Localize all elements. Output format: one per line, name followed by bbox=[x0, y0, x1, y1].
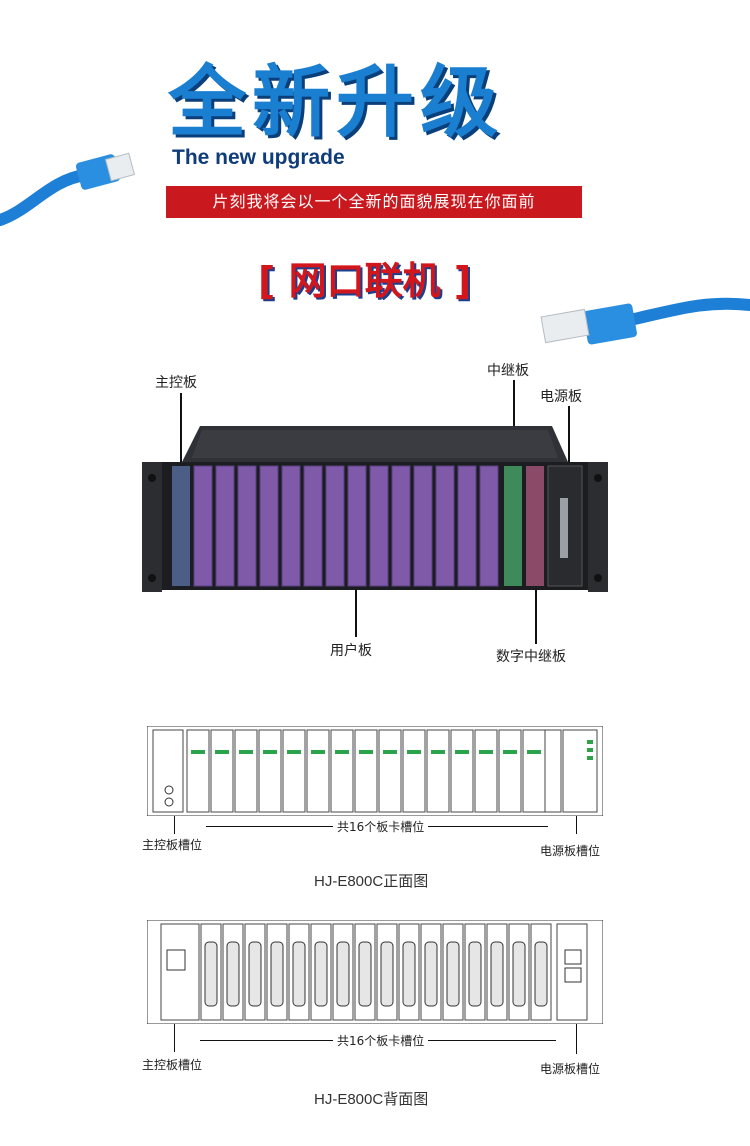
back-main-slot-arrow bbox=[174, 1024, 175, 1052]
back-power-slot-arrow bbox=[576, 1024, 577, 1054]
front-diagram bbox=[146, 725, 604, 817]
user-board-callout: 用户板 bbox=[330, 643, 372, 659]
main-board-callout: 主控板 bbox=[155, 375, 197, 391]
front-slots-label: 共16个板卡槽位 bbox=[333, 818, 429, 835]
front-power-slot-arrow bbox=[576, 816, 577, 834]
tagline-banner: 片刻我将会以一个全新的面貌展现在你面前 bbox=[166, 186, 582, 218]
power-board-callout-line bbox=[568, 406, 570, 481]
user-board-callout-line bbox=[355, 562, 357, 637]
front-caption: HJ-E800C正面图 bbox=[314, 873, 429, 890]
ethernet-cable-left-icon bbox=[0, 140, 150, 235]
front-main-slot-label: 主控板槽位 bbox=[142, 838, 203, 852]
chassis-photo bbox=[142, 418, 608, 596]
front-power-slot-label: 电源板槽位 bbox=[540, 844, 601, 858]
section-title: [ 网口联机 ] bbox=[258, 259, 472, 303]
back-diagram bbox=[146, 919, 604, 1025]
power-board-callout: 电源板 bbox=[540, 389, 582, 405]
ethernet-cable-right-icon bbox=[535, 285, 750, 365]
back-power-slot-label: 电源板槽位 bbox=[540, 1062, 601, 1076]
back-main-slot-label: 主控板槽位 bbox=[142, 1058, 203, 1072]
chassis-drawing bbox=[142, 426, 608, 592]
back-slots-label: 共16个板卡槽位 bbox=[333, 1032, 429, 1049]
hero-subtitle-en: The new upgrade bbox=[172, 146, 345, 169]
main-board-callout-line bbox=[180, 393, 182, 475]
digital-relay-board-callout: 数字中继板 bbox=[496, 649, 566, 665]
hero-title: 全新升级 bbox=[168, 58, 505, 148]
front-main-slot-arrow bbox=[174, 816, 175, 834]
digital-relay-board-callout-line bbox=[535, 566, 537, 644]
relay-board-callout: 中继板 bbox=[487, 363, 529, 379]
back-caption: HJ-E800C背面图 bbox=[314, 1091, 429, 1108]
